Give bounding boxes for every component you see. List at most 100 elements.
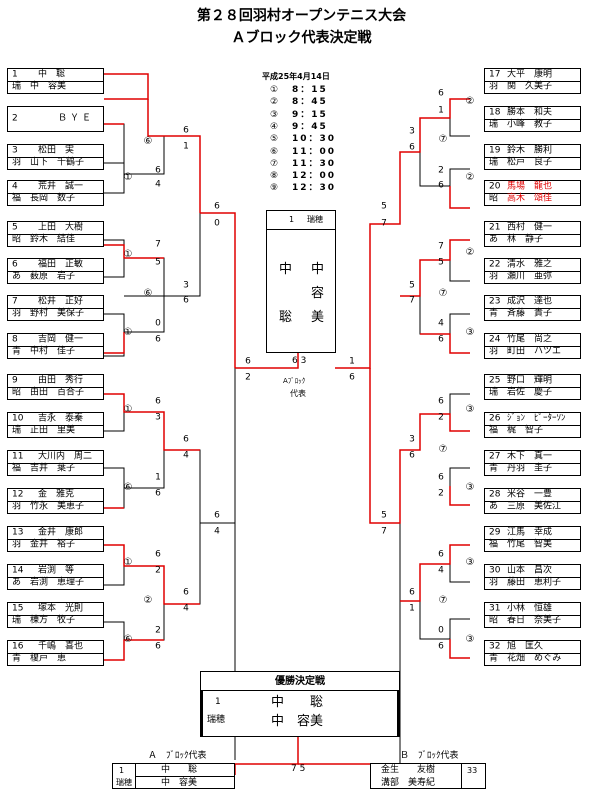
score-value: 1 — [183, 141, 189, 152]
schedule-mark: ⑥ — [270, 146, 279, 157]
score-value: 6 — [438, 334, 444, 345]
score-value: 6 — [349, 372, 355, 383]
schedule-mark: ① — [270, 85, 279, 95]
entry-no: 26 — [489, 413, 501, 424]
entry-club: 青 — [12, 346, 22, 357]
match-number: ⑥ — [143, 136, 153, 147]
entry-player1: 松井 正好 — [38, 296, 84, 307]
score-value: 7 — [381, 218, 387, 229]
final-p1: 中 聡 — [271, 695, 324, 710]
score-value: 6 — [183, 434, 189, 445]
score-value: 3 — [409, 126, 415, 137]
score-value: 7 — [409, 295, 415, 306]
entry-player1: 木下 真一 — [507, 451, 553, 462]
entry-player1: 米谷 一豊 — [507, 489, 553, 500]
entry-club: 羽 — [12, 539, 22, 550]
score-value: 3 — [409, 434, 415, 445]
entry-player1: 吉永 泰秦 — [38, 413, 84, 424]
entry-no: 29 — [489, 527, 501, 538]
score-value: 6 — [155, 641, 161, 652]
score-value: 5 — [409, 280, 415, 291]
schedule-mark: ⑧ — [270, 171, 279, 182]
entry-club: あ — [489, 234, 499, 245]
match-number: ① — [123, 327, 133, 338]
entry-player2: 花畑 めぐみ — [507, 653, 562, 664]
match-number: ⑦ — [438, 134, 448, 145]
match-number: ② — [143, 595, 153, 606]
entry-player2: 榎戸 恵 — [30, 653, 67, 664]
match-number: ⑥ — [123, 634, 133, 645]
score-value: 7 — [381, 526, 387, 537]
left-entry-2: 2 ＢＹＥ — [7, 106, 104, 132]
entry-club: 青 — [489, 308, 499, 319]
schedule-time: 10：30 — [292, 134, 337, 145]
final-score: 7 5 — [291, 764, 306, 774]
entry-club: 青 — [12, 653, 22, 664]
match-number: ⑦ — [438, 288, 448, 299]
entry-player2: 山下 千鶴子 — [30, 157, 85, 168]
score-value: 6 — [409, 142, 415, 153]
entry-player1: 荒井 誠一 — [38, 181, 84, 192]
entry-player1: 馬場 龍也 — [507, 181, 553, 192]
entry-player2: 小峰 教子 — [507, 119, 553, 130]
center-p2c: 美 — [311, 310, 325, 325]
score-value: 4 — [214, 526, 220, 537]
match-number: ③ — [465, 404, 475, 415]
score-value: 4 — [183, 603, 189, 614]
entry-player2: 町田 ハツエ — [507, 346, 562, 357]
score-value: 5 — [381, 201, 387, 212]
score-value: 2 — [245, 372, 251, 383]
entry-player1: 野口 輝明 — [507, 375, 553, 386]
score-value: 2 — [155, 565, 161, 576]
center-no: 1 — [289, 215, 295, 224]
entry-no: 24 — [489, 334, 501, 345]
entry-player2: 岩佐 慶子 — [507, 387, 553, 398]
entry-no: 16 — [12, 641, 24, 652]
entry-player2: 藤田 恵利子 — [507, 577, 562, 588]
entry-player2: 梶 智子 — [507, 425, 544, 436]
schedule-mark: ⑨ — [270, 183, 279, 194]
a-rep-no: 1 — [119, 766, 125, 775]
entry-player1: ＢＹＥ — [58, 113, 95, 124]
entry-club: 昭 — [489, 615, 499, 626]
center-block-label: Aﾌﾞﾛｯｸ — [283, 377, 306, 385]
b-rep-header: Ｂ ﾌﾞﾛｯｸ代表 — [400, 751, 459, 761]
entry-player2: 竹永 美恵子 — [30, 501, 85, 512]
center-p1b: 聡 — [279, 310, 293, 325]
entry-no: 10 — [12, 413, 24, 424]
match-number: ③ — [465, 327, 475, 338]
entry-player2: 岩渕 恵理子 — [30, 577, 85, 588]
entry-no: 14 — [12, 565, 24, 576]
entry-no: 32 — [489, 641, 501, 652]
score-value: 5 — [155, 257, 161, 268]
entry-club: あ — [489, 501, 499, 512]
entry-player1: 中 聡 — [38, 69, 66, 80]
score-value: 6 — [245, 356, 251, 367]
score-value: 0 — [438, 625, 444, 636]
score-value: 6 — [155, 396, 161, 407]
entry-no: 2 — [12, 113, 18, 124]
entry-club: 瑞 — [489, 157, 499, 168]
entry-no: 20 — [489, 181, 501, 192]
center-p1a: 中 — [279, 262, 293, 277]
center-block-label2: 代表 — [290, 389, 306, 398]
entry-club: 瑞 — [12, 81, 22, 92]
entry-player2: 正田 里美 — [30, 425, 76, 436]
a-rep-club: 瑞穂 — [116, 778, 132, 787]
schedule-date: 平成25年4月14日 — [262, 72, 330, 81]
entry-player2: 三原 美佐江 — [507, 501, 562, 512]
entry-no: 6 — [12, 259, 18, 270]
entry-player2: 竹尾 智美 — [507, 539, 553, 550]
